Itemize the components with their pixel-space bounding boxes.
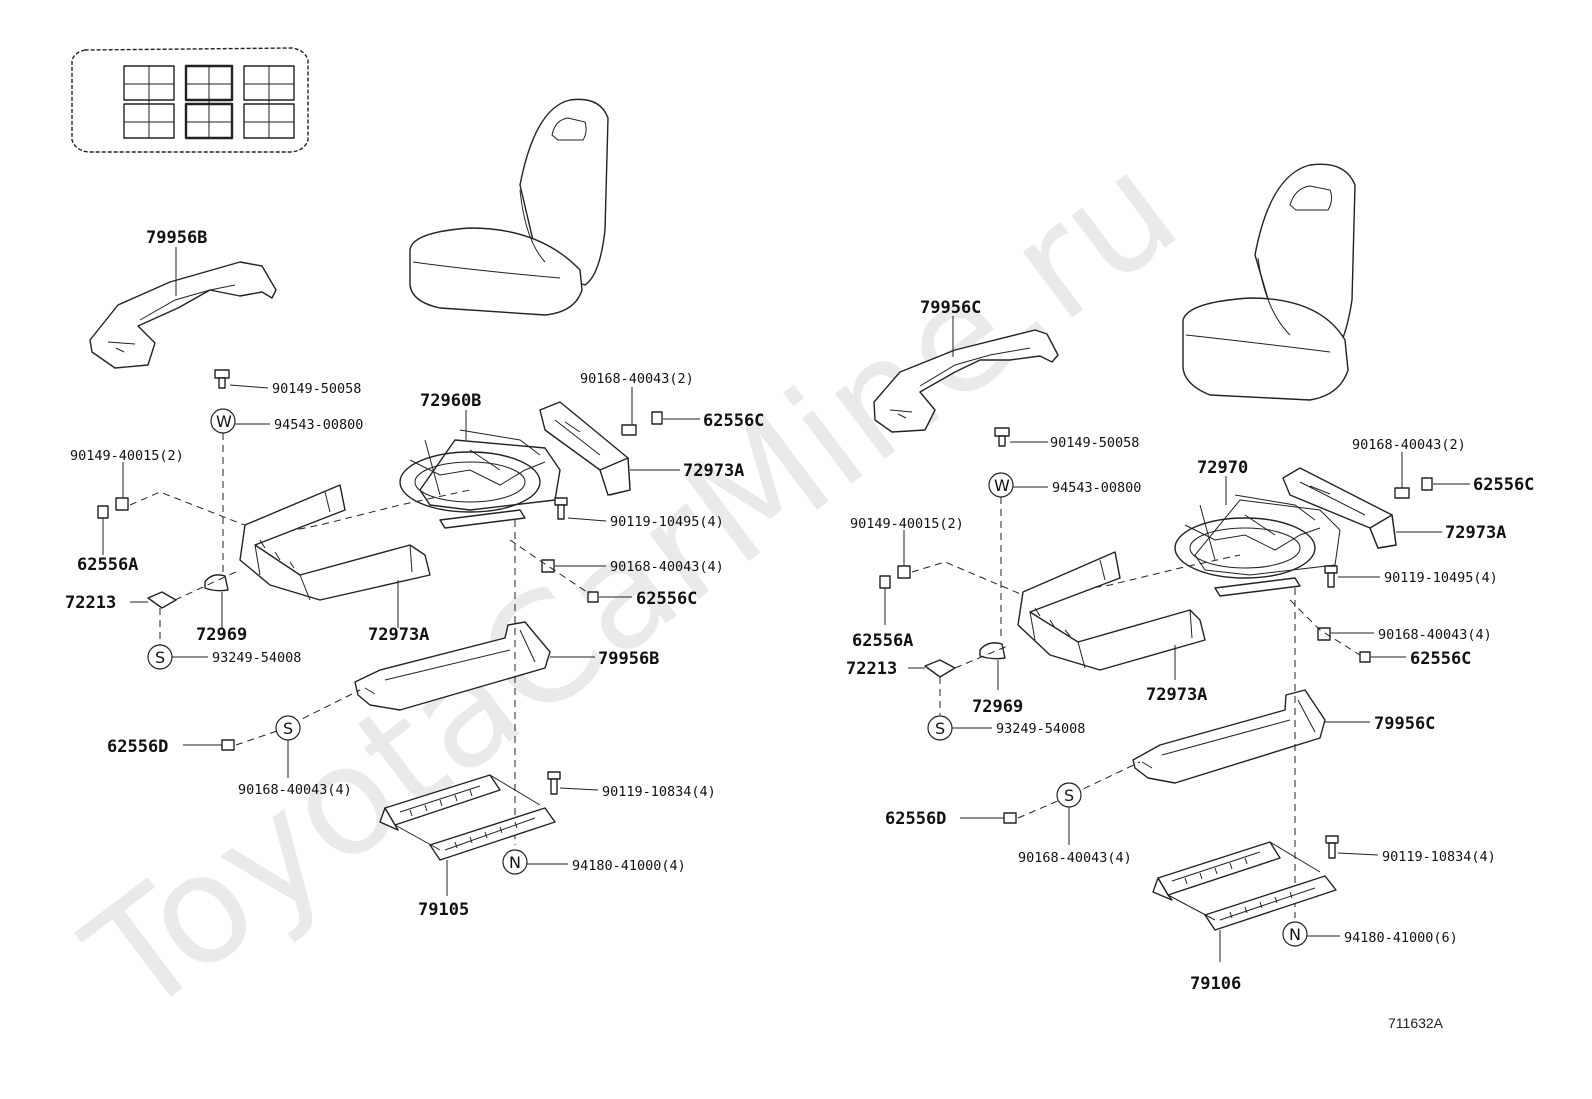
cap-62556a-icon (97, 505, 109, 519)
screw-90168-40043-2-right-icon (1394, 487, 1410, 499)
label-72213-right: 72213 (846, 659, 897, 679)
label-62556d: 62556D (107, 737, 168, 757)
label-90149-50058: 90149-50058 (272, 381, 361, 397)
part-79105-seat-rail (379, 774, 556, 861)
part-72969-icon (204, 574, 229, 592)
label-62556c-mid-right: 62556C (1410, 649, 1471, 669)
label-90149-40015: 90149-40015(2) (70, 448, 184, 464)
bolt-90149-50058-right-icon (994, 427, 1010, 447)
label-72960b: 72960B (420, 391, 481, 411)
screw-s-letter-1: S (155, 648, 165, 667)
seat-illustration-right (1182, 163, 1356, 401)
cap-62556d-icon (221, 739, 235, 751)
label-90168-40043-4a-right: 90168-40043(4) (1378, 627, 1492, 643)
label-90168-40043-4b-right: 90168-40043(4) (1018, 850, 1132, 866)
part-79106-seat-rail (1152, 841, 1337, 931)
screw-s-letter-2: S (283, 719, 293, 738)
screw-90168-40043-4a-icon (541, 559, 555, 573)
cap-62556c-mid-icon (587, 591, 599, 603)
label-93249-54008: 93249-54008 (212, 650, 301, 666)
label-62556c-top-right: 62556C (1473, 475, 1534, 495)
label-62556d-right: 62556D (885, 809, 946, 829)
label-62556a-right: 62556A (852, 631, 913, 651)
diagram-code: 711632A (1388, 1015, 1444, 1031)
label-90168-40043-2: 90168-40043(2) (580, 371, 694, 387)
label-72973a-bottom-right: 72973A (1146, 685, 1207, 705)
label-90149-50058-right: 90149-50058 (1050, 435, 1139, 451)
right-seat-assembly: 79956C 90149-50058 W 94543-00800 90168-4… (846, 163, 1534, 994)
washer-w-letter: W (216, 412, 232, 431)
nut-n-letter-right: N (1289, 925, 1301, 944)
bolt-90119-10834-icon (547, 771, 561, 795)
label-90168-40043-4b: 90168-40043(4) (238, 782, 352, 798)
part-79956c-lower-cover (1132, 689, 1326, 784)
cap-62556c-top-icon (651, 411, 663, 425)
bolt-90149-50058-icon (214, 369, 230, 389)
label-90168-40043-4a: 90168-40043(4) (610, 559, 724, 575)
screw-90168-40043-2-icon (621, 424, 637, 436)
part-72213-icon (147, 591, 177, 609)
left-seat-assembly: 79956B 90149-50058 W 94543-00800 72960B (65, 98, 764, 920)
part-72973a-lower-frame (239, 484, 431, 601)
screw-s-letter-1-right: S (935, 719, 945, 738)
label-90168-40043-2-right: 90168-40043(2) (1352, 437, 1466, 453)
label-62556c-mid: 62556C (636, 589, 697, 609)
bolt-90149-40015-right-icon (897, 565, 911, 579)
label-72973a-right-r: 72973A (1445, 523, 1506, 543)
label-72213: 72213 (65, 593, 116, 613)
cap-62556d-right-icon (1003, 812, 1017, 824)
seat-illustration-left (409, 98, 609, 316)
bolt-90119-10834-right-icon (1325, 835, 1339, 859)
cap-62556a-right-icon (879, 575, 891, 589)
label-62556a: 62556A (77, 555, 138, 575)
label-94543-00800-right: 94543-00800 (1052, 480, 1141, 496)
part-72213-right-icon (924, 659, 956, 678)
label-79105: 79105 (418, 900, 469, 920)
label-90119-10495-right: 90119-10495(4) (1384, 570, 1498, 586)
label-93249-54008-right: 93249-54008 (996, 721, 1085, 737)
label-90149-40015-right: 90149-40015(2) (850, 516, 964, 532)
nut-n-circle (502, 849, 528, 875)
part-72973a-rear-bracket (539, 401, 631, 496)
part-72960b-swivel-assembly (399, 429, 561, 529)
part-79956c-upper-cover (873, 329, 1059, 433)
cap-62556c-mid-right-icon (1359, 651, 1371, 663)
nut-n-circle-right (1282, 921, 1308, 947)
part-72969-right-icon (979, 642, 1006, 660)
label-72969-right: 72969 (972, 697, 1023, 717)
part-72973a-lower-frame-right (1017, 551, 1206, 671)
nut-n-letter: N (509, 853, 521, 872)
washer-w-letter-right: W (994, 476, 1010, 495)
label-94180-41000: 94180-41000(4) (572, 858, 686, 874)
bolt-90119-10495-icon (554, 497, 568, 520)
part-79956b-upper-cover (89, 261, 277, 369)
label-79106: 79106 (1190, 974, 1241, 994)
label-79956b-top: 79956B (146, 228, 207, 248)
screw-s-letter-2-right: S (1064, 786, 1074, 805)
label-79956c-top: 79956C (920, 298, 981, 318)
part-79956b-lower-cover (354, 621, 551, 711)
part-72970-swivel-assembly (1174, 494, 1341, 597)
label-62556c-top: 62556C (703, 411, 764, 431)
label-94180-41000-right: 94180-41000(6) (1344, 930, 1458, 946)
bolt-90119-10495-right-icon (1324, 565, 1338, 588)
label-90119-10834-right: 90119-10834(4) (1382, 849, 1496, 865)
label-72969: 72969 (196, 625, 247, 645)
bolt-90149-40015-icon (115, 497, 129, 511)
label-90119-10495: 90119-10495(4) (610, 514, 724, 530)
part-72973a-rear-bracket-right (1282, 467, 1397, 549)
watermark-text: ToyotaCarMine.ru (56, 121, 1208, 1049)
label-72973a-right: 72973A (683, 461, 744, 481)
cap-62556c-top-right-icon (1421, 477, 1433, 491)
label-94543-00800: 94543-00800 (274, 417, 363, 433)
label-79956c-bottom: 79956C (1374, 714, 1435, 734)
label-79956b-bottom: 79956B (598, 649, 659, 669)
vehicle-seat-locator-icon (71, 47, 309, 153)
screw-90168-40043-4a-right-icon (1317, 627, 1331, 641)
label-72970: 72970 (1197, 458, 1248, 478)
label-72973a-bottom: 72973A (368, 625, 429, 645)
label-90119-10834: 90119-10834(4) (602, 784, 716, 800)
